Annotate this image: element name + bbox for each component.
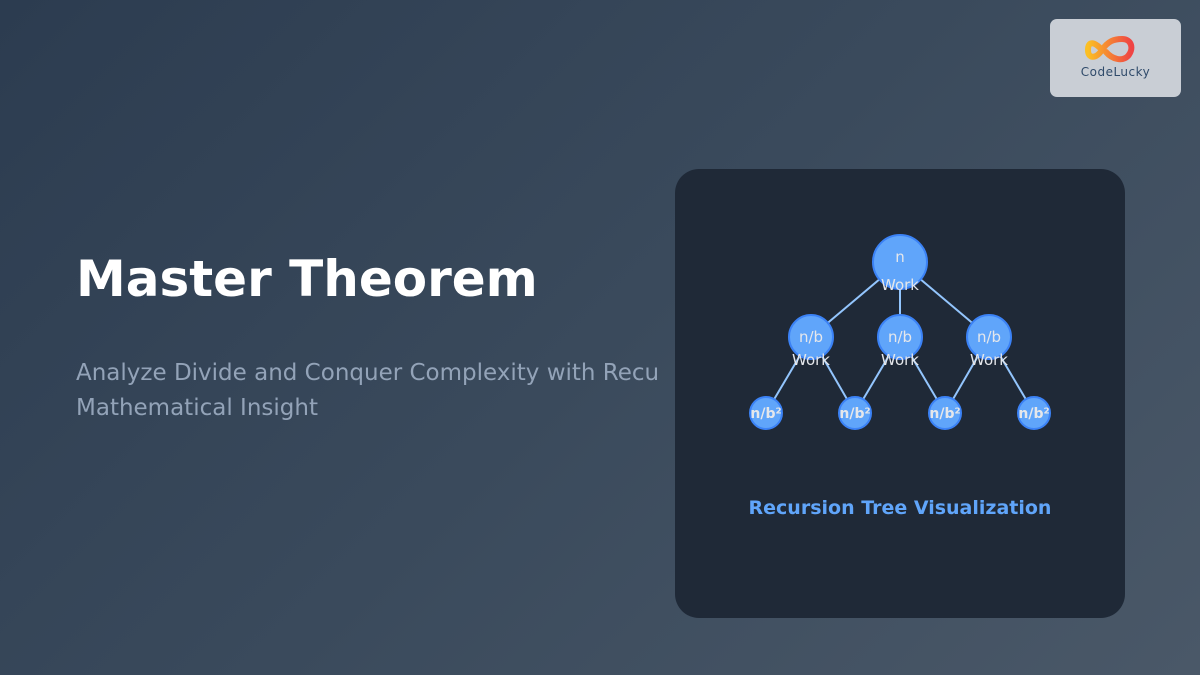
infinity-logo-icon bbox=[1084, 35, 1135, 63]
tree-node bbox=[966, 314, 1012, 360]
codelucky-logo: CodeLucky bbox=[1050, 19, 1181, 97]
node-work-label: Work bbox=[792, 351, 830, 369]
tree-node bbox=[788, 314, 834, 360]
tree-node bbox=[872, 234, 928, 290]
node-label: n bbox=[895, 248, 905, 266]
tree-node bbox=[1017, 396, 1051, 430]
subtitle-line-1: Analyze Divide and Conquer Complexity wi… bbox=[76, 360, 660, 386]
page-title: Master Theorem bbox=[76, 250, 538, 308]
node-label: n/b² bbox=[750, 406, 781, 422]
tree-node bbox=[928, 396, 962, 430]
node-work-label: Work bbox=[970, 351, 1008, 369]
node-label: n/b bbox=[888, 328, 912, 346]
node-label: n/b² bbox=[929, 406, 960, 422]
node-label: n/b² bbox=[839, 406, 870, 422]
logo-text: CodeLucky bbox=[1080, 65, 1151, 79]
tree-node bbox=[838, 396, 872, 430]
tree-node bbox=[749, 396, 783, 430]
node-work-label: Work bbox=[881, 276, 919, 294]
node-work-label: Work bbox=[881, 351, 919, 369]
subtitle: Analyze Divide and Conquer Complexity wi… bbox=[76, 356, 659, 426]
subtitle-line-2: Mathematical Insight bbox=[76, 395, 318, 421]
diagram-caption: Recursion Tree Visualization bbox=[748, 497, 1052, 519]
tree-node bbox=[877, 314, 923, 360]
node-label: n/b bbox=[977, 328, 1001, 346]
node-label: n/b bbox=[799, 328, 823, 346]
node-label: n/b² bbox=[1018, 406, 1049, 422]
